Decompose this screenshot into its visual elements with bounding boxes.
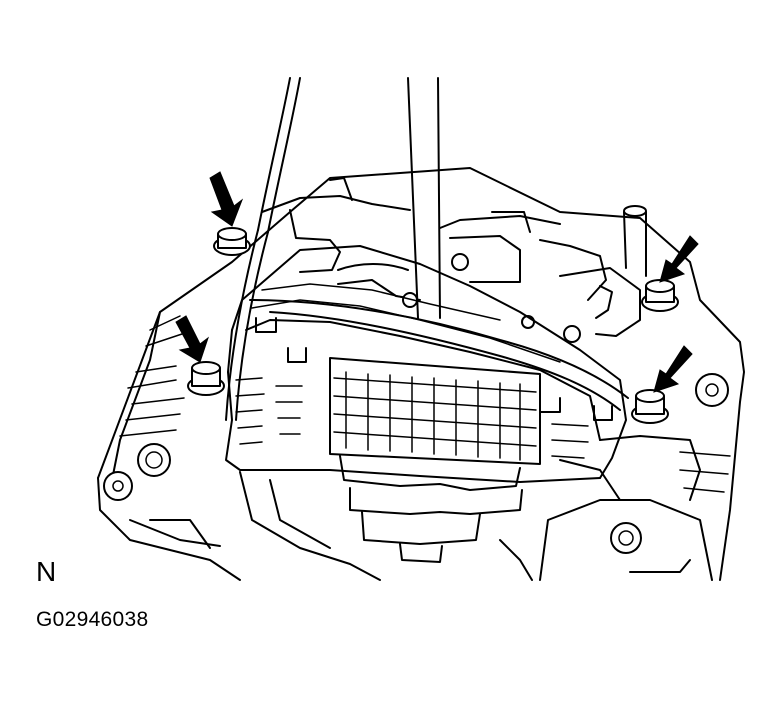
arrow-icon xyxy=(653,345,693,393)
valve-body-upper xyxy=(261,177,647,343)
arrow-icon xyxy=(209,171,244,227)
valve-body-assembly xyxy=(225,245,629,483)
arrow-icon xyxy=(175,315,209,363)
valve-body-lower xyxy=(149,455,533,581)
case-bosses xyxy=(103,373,729,554)
transmission-case xyxy=(97,167,745,581)
view-label: N xyxy=(36,556,57,587)
bolt-upper-right xyxy=(641,279,679,312)
bolt-upper-left xyxy=(213,227,251,256)
arrow-icon xyxy=(659,235,699,283)
figure-id: G02946038 xyxy=(36,608,149,631)
shift-rod xyxy=(407,77,441,319)
bolt-right xyxy=(631,389,669,424)
bolt-left xyxy=(187,361,225,396)
